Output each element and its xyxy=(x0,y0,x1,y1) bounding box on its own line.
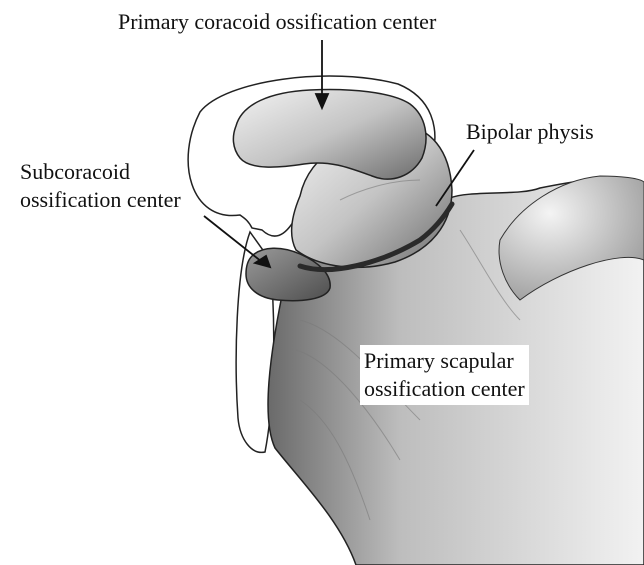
label-subcoracoid-line1: Subcoracoid xyxy=(20,158,181,186)
label-primary-scapular-line1: Primary scapular xyxy=(364,347,525,375)
label-bipolar-physis: Bipolar physis xyxy=(466,118,594,146)
label-primary-coracoid: Primary coracoid ossification center xyxy=(118,8,436,36)
label-subcoracoid-line2: ossification center xyxy=(20,186,181,214)
label-primary-scapular-line2: ossification center xyxy=(364,375,525,403)
label-primary-scapular: Primary scapular ossification center xyxy=(360,345,529,405)
label-subcoracoid: Subcoracoid ossification center xyxy=(20,158,181,214)
